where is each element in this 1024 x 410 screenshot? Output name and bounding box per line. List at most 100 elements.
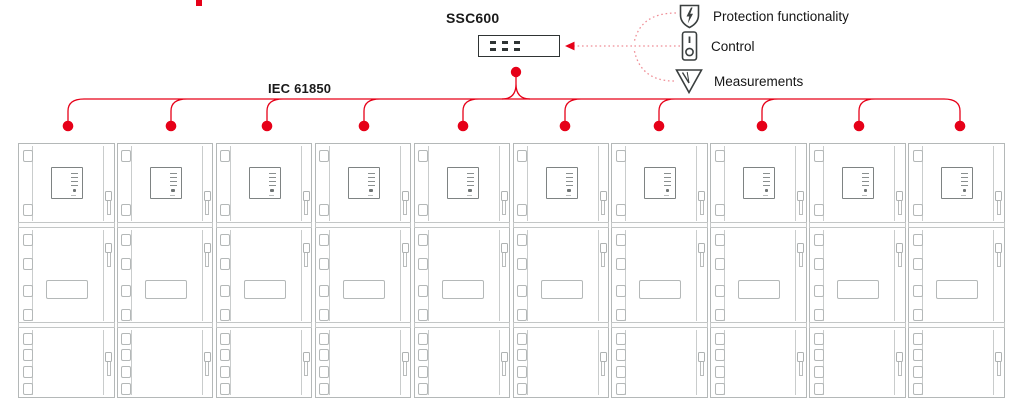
panel-frame-line [696,230,698,321]
hinge-vent-square [220,333,231,345]
panel-frame-line [597,230,599,321]
panel-frame-line [328,146,330,221]
cabinet-frame-band [710,322,807,328]
panel-frame-line [201,330,203,395]
hinge-vent-square [22,383,33,395]
hinge-vent-square [418,258,429,270]
panel-frame-line [993,330,995,395]
hinge-vent-square [418,333,429,345]
hinge-vent-square [813,285,824,297]
cabinet-frame-band [611,222,708,228]
switchgear-cabinet [314,143,412,398]
protection-relay-device [347,167,380,199]
protection-relay-device [941,167,974,199]
cabinet-panel-relay [215,143,313,224]
cabinet-panel-relay [710,143,807,224]
cabinet-frame-band [314,322,412,328]
cabinet-panel-slot [413,227,511,324]
relay-button [567,188,571,193]
hinge-vent-square [813,309,824,321]
switchgear-cabinet [116,143,214,398]
switchgear-cabinet [809,143,906,398]
panel-frame-line [795,230,797,321]
hinge-vent-square [714,366,725,378]
hinge-vent-square [220,309,231,321]
door-handle [995,191,1003,215]
hinge-vent-square [912,204,923,216]
cabinet-frame-band [908,322,1005,328]
cabinet-frame-band [710,222,807,228]
hinge-vent-square [517,204,527,216]
panel-window-slot [936,280,979,299]
hinge-vent-square [615,383,626,395]
protection-relay-device [842,167,875,199]
clipped-title-fragment [196,0,202,6]
panel-frame-line [399,330,401,395]
panel-frame-line [922,230,924,321]
panel-frame-line [300,146,302,221]
door-handle [896,352,904,376]
hinge-vent-square [220,204,231,216]
cabinet-panel-plain [512,327,609,398]
hinge-vent-square [615,234,626,246]
hinge-vent-square [714,258,725,270]
cabinet-panel-slot [116,227,214,324]
door-handle [203,352,211,376]
hinge-vent-square [912,333,923,345]
switchgear-cabinet [908,143,1005,398]
door-handle [797,243,805,267]
cabinet-panel-plain [314,327,412,398]
hinge-vent-square [813,204,824,216]
control-switch-icon [681,31,698,61]
hinge-vent-square [22,309,33,321]
panel-frame-line [795,330,797,395]
hinge-vent-square [319,366,330,378]
device-led-dashes [490,41,520,44]
cabinet-frame-band [908,222,1005,228]
hinge-vent-square [714,285,725,297]
bus-protocol-label: IEC 61850 [268,81,332,96]
panel-frame-line [823,230,825,321]
hinge-vent-square [418,234,429,246]
hinge-vent-square [714,150,725,162]
panel-window-slot [144,280,187,299]
cabinet-panel-slot [611,227,708,324]
panel-frame-line [625,230,627,321]
hinge-vent-square [813,234,824,246]
door-handle [797,191,805,215]
switchgear-cabinet [413,143,511,398]
door-handle [401,191,409,215]
cabinet-panel-slot [710,227,807,324]
protection-relay-device [248,167,281,199]
door-handle [698,243,706,267]
hinge-vent-square [517,349,527,361]
panel-frame-line [300,230,302,321]
hinge-vent-square [714,309,725,321]
door-handle [896,243,904,267]
relay-button [665,188,670,193]
hinge-vent-square [418,349,429,361]
hinge-vent-square [813,383,824,395]
hinge-vent-square [121,150,132,162]
panel-window-slot [243,280,286,299]
panel-window-slot [639,280,682,299]
hinge-vent-square [22,234,33,246]
hinge-vent-square [813,150,824,162]
relay-button [863,188,868,193]
cabinet-panel-relay [611,143,708,224]
hinge-vent-square [220,234,231,246]
cabinet-panel-relay [116,143,214,224]
device-label: SSC600 [446,10,500,26]
hinge-vent-square [517,366,527,378]
panel-window-slot [342,280,385,299]
relay-button [962,188,967,193]
legend-item-protection: Protection functionality [676,1,849,31]
hinge-vent-square [418,366,429,378]
hinge-vent-square [319,383,330,395]
door-handle [698,191,706,215]
panel-frame-line [597,330,599,395]
cabinet-frame-band [413,322,511,328]
hinge-vent-square [220,285,231,297]
cabinet-frame-band [611,322,708,328]
cabinet-frame-band [809,322,906,328]
